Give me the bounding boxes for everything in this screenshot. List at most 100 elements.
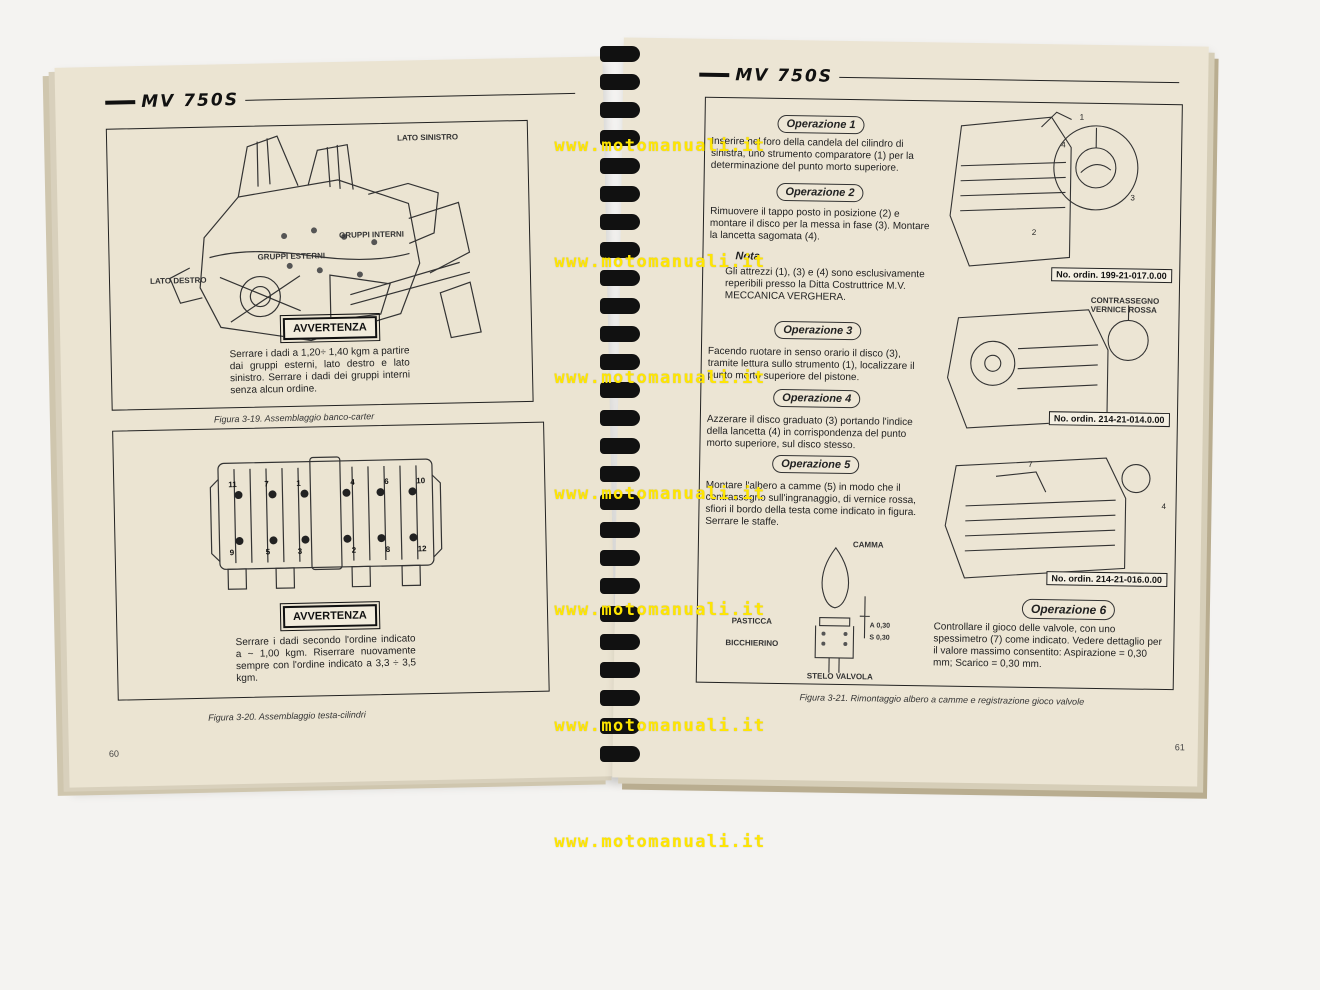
binding-ring (600, 270, 640, 286)
nota-title: Nota (735, 250, 760, 263)
binding-ring (600, 242, 640, 258)
header-bar (699, 72, 730, 78)
warning-label: AVVERTENZA (279, 312, 381, 344)
figure-3-20-frame: 11 7 1 4 6 10 9 5 3 2 8 12 AVVERTENZA Se… (112, 421, 550, 701)
binding-ring (600, 186, 640, 202)
svg-text:4: 4 (1061, 140, 1066, 149)
header-bar (105, 100, 136, 105)
binding-ring (600, 326, 640, 342)
binding-ring (600, 158, 640, 174)
engine-timing-illustration: 1 4 3 2 (949, 111, 1139, 267)
operation-3-title: Operazione 3 (774, 320, 862, 341)
figure-caption-3-19: Figura 3-19. Assemblaggio banco-carter (213, 411, 375, 425)
binding-ring (600, 298, 640, 314)
warning-box-2: AVVERTENZA (279, 600, 381, 632)
bolt-number: 12 (418, 544, 428, 553)
binding-ring (600, 74, 640, 90)
binding-ring (600, 690, 640, 706)
binding-ring (600, 578, 640, 594)
binding-ring (600, 550, 640, 566)
spiral-binding (600, 38, 644, 778)
instruction-text-1: Serrare i dadi a 1,20÷ 1,40 kgm a partir… (229, 345, 411, 397)
bolt-number: 4 (350, 478, 355, 487)
label-lato-destro: LATO DESTRO (149, 275, 207, 286)
order-number-1: No. ordin. 199-21-017.0.00 (1051, 267, 1172, 284)
binding-ring (600, 606, 640, 622)
right-page: MV 750S Operazione 1 Inserire nel foro d… (612, 37, 1209, 787)
left-page: MV 750S (54, 56, 618, 788)
bolt-number: 6 (384, 477, 389, 486)
svg-text:3: 3 (1130, 193, 1135, 202)
label-gap-a: A 0,30 (869, 622, 891, 630)
cam-detail-diagram (814, 546, 870, 673)
left-header-title: MV 750S (141, 89, 240, 113)
svg-text:7: 7 (1028, 460, 1033, 469)
bolt-number: 5 (266, 547, 271, 556)
bolt-number: 7 (264, 479, 269, 488)
operation-2-title: Operazione 2 (776, 182, 864, 203)
warning-label: AVVERTENZA (279, 600, 381, 632)
binding-ring (600, 438, 640, 454)
label-gap-s: S 0,30 (869, 634, 890, 642)
binding-ring (600, 494, 640, 510)
operation-1-title: Operazione 1 (777, 114, 865, 135)
operation-6-title: Operazione 6 (1021, 598, 1116, 621)
page-number-left: 60 (108, 748, 120, 759)
binding-ring (600, 382, 640, 398)
valve-clearance-illustration: 74 (944, 457, 1167, 579)
bolt-number: 8 (386, 545, 391, 554)
binding-ring (600, 522, 640, 538)
label-contrassegno: CONTRASSEGNO VERNICE ROSSA (1090, 295, 1160, 315)
operation-3-text: Facendo ruotare in senso orario il disco… (707, 345, 915, 384)
operation-2-text: Rimuovere il tappo posto in posizione (2… (709, 205, 930, 243)
figure-caption-3-20: Figura 3-20. Assemblaggio testa-cilindri (208, 709, 366, 723)
operation-5-text: Montare l'albero a camme (5) in modo che… (705, 479, 917, 528)
header-rule (838, 76, 1180, 83)
binding-ring (600, 718, 640, 734)
engine-crankcase-illustration (169, 135, 482, 342)
camshaft-mark-illustration (946, 305, 1149, 429)
header-rule (244, 92, 576, 101)
binding-ring (600, 46, 640, 62)
right-page-header: MV 750S (699, 65, 1180, 93)
figure-3-19-frame: LATO SINISTRO LATO DESTRO GRUPPI ESTERNI… (105, 119, 534, 411)
bolt-number: 10 (416, 476, 426, 485)
binding-ring (600, 130, 640, 146)
left-page-header: MV 750S (105, 83, 576, 113)
svg-text:4: 4 (1161, 502, 1166, 511)
binding-ring (600, 662, 640, 678)
label-lato-sinistro: LATO SINISTRO (396, 132, 459, 143)
figure-caption-3-21: Figura 3-21. Rimontaggio albero a camme … (799, 692, 1085, 707)
operation-5-title: Operazione 5 (772, 454, 860, 475)
figure-3-21-frame: Operazione 1 Inserire nel foro della can… (695, 96, 1183, 691)
bolt-number: 9 (230, 548, 235, 557)
instruction-text-2: Serrare i dadi secondo l'ordine indicato… (235, 633, 417, 685)
svg-text:1: 1 (1080, 113, 1085, 122)
label-bicchierino: BICCHIERINO (725, 638, 779, 648)
binding-ring (600, 214, 640, 230)
binding-ring (600, 466, 640, 482)
bolt-number: 2 (352, 546, 357, 555)
binding-ring (600, 410, 640, 426)
cylinder-head-illustration: 11 7 1 4 6 10 9 5 3 2 8 12 (209, 456, 443, 590)
bolt-number: 11 (228, 480, 237, 489)
operation-6-text: Controllare il gioco delle valvole, con … (932, 621, 1162, 671)
label-camma: CAMMA (852, 540, 884, 550)
order-number-2: No. ordin. 214-21-014.0.00 (1048, 411, 1170, 428)
page-number-right: 61 (1174, 742, 1185, 753)
order-number-3: No. ordin. 214-21-016.0.00 (1046, 571, 1168, 588)
bolt-number: 3 (298, 547, 303, 556)
operation-4-text: Azzerare il disco graduato (3) portando … (706, 413, 913, 452)
warning-box-1: AVVERTENZA (279, 312, 381, 344)
label-gruppi-interni: GRUPPI INTERNI (338, 229, 405, 240)
watermark: www.motomanuali.it (554, 832, 766, 852)
binding-ring (600, 354, 640, 370)
binding-ring (600, 634, 640, 650)
label-gruppi-esterni: GRUPPI ESTERNI (257, 251, 326, 262)
operation-1-text: Inserire nel foro della candela del cili… (710, 135, 914, 174)
svg-text:2: 2 (1032, 228, 1037, 237)
binding-ring (600, 746, 640, 762)
label-pasticca: PASTICCA (731, 616, 773, 626)
right-header-title: MV 750S (735, 65, 834, 87)
label-stelo-valvola: STELO VALVOLA (806, 671, 873, 682)
